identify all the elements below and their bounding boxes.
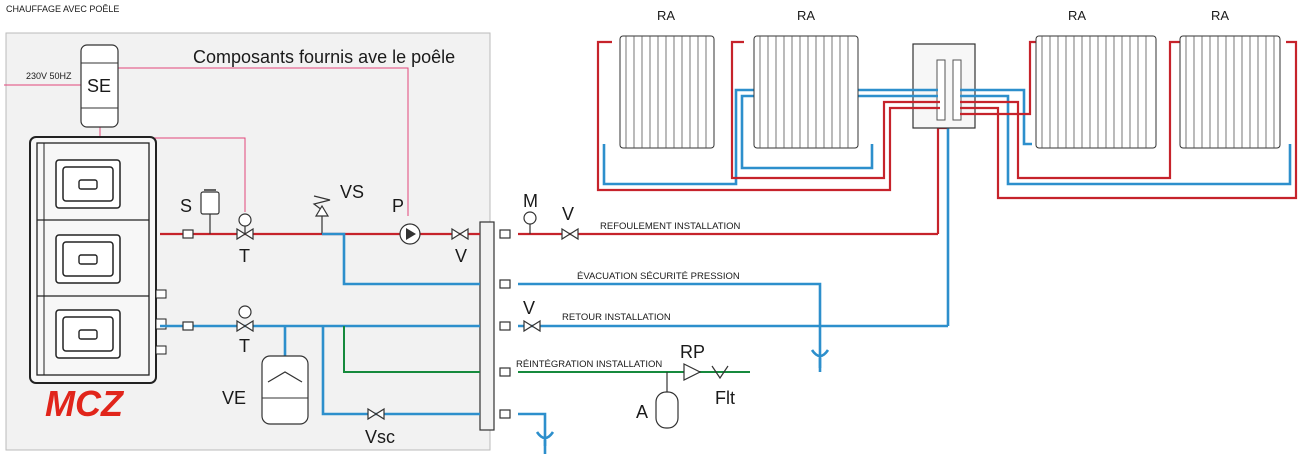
radiator-pipes-right [960,40,1298,200]
drain-funnel-icon [810,349,830,372]
p-label: P [392,196,404,216]
s-label: S [180,196,192,216]
evacuation-label: ÉVACUATION SÉCURITÉ PRESSION [577,271,740,282]
refoulement-label: REFOULEMENT INSTALLATION [600,221,741,232]
rp-label: RP [680,342,705,362]
brand-logo: MCZ [45,383,125,424]
t2-thermometer-icon [238,305,252,319]
diagram-title: CHAUFFAGE AVEC POÊLE [6,4,119,14]
manifold-bar [479,221,495,431]
se-label: SE [87,76,111,96]
v1-label: V [455,246,467,266]
a-label: A [636,402,648,422]
reintegration-label: RÉINTÉGRATION INSTALLATION [516,359,662,370]
t1-label: T [239,246,250,266]
ve-label: VE [222,388,246,408]
t1-thermometer-icon [238,213,252,227]
m-label: M [523,191,538,211]
retour-label: RETOUR INSTALLATION [562,312,671,323]
v3-valve-icon [523,319,534,333]
radiator-1-label: RA [657,8,675,23]
evacuation-pipe: ÉVACUATION SÉCURITÉ PRESSION [322,232,830,372]
t2-label: T [239,336,250,356]
power-label: 230V 50HZ [26,71,72,81]
radiator-3-label: RA [1068,8,1086,23]
v3-label: V [523,298,535,318]
supply-pipe [160,126,948,236]
rp-reducer-icon [683,363,702,381]
lower-drain-funnel-icon [535,431,555,454]
sensor-s-icon [200,191,220,215]
radiator-4: RA [1179,8,1281,149]
se-control-box: SE [80,44,119,128]
vsc-label: Vsc [365,427,395,447]
vsc-valve-icon [367,407,378,421]
t2-valve-icon [236,319,247,333]
accumulator-a-icon [655,391,679,429]
v1-valve-icon [451,227,462,241]
radiator-2-label: RA [797,8,815,23]
radiator-2: RA [753,8,859,149]
lower-drain-pipe: Vsc [321,326,555,454]
refill-pipe: A RP Flt RÉINTÉGRATION INSTALLATION [343,326,750,429]
supply-fittings: S T VS P V M V REFOULEMENT INSTALLATION [180,182,741,266]
return-pipe: T V RETOUR INSTALLATION [160,128,950,356]
filter-flt-icon [711,365,729,380]
t1-valve-icon [236,227,247,241]
distribution-manifold [912,43,976,129]
safety-valve-icon [312,195,331,234]
vs-label: VS [340,182,364,202]
flt-label: Flt [715,388,735,408]
radiator-4-label: RA [1211,8,1229,23]
radiator-3: RA [1035,8,1157,149]
v2-label: V [562,204,574,224]
radiator-1: RA [619,8,715,149]
ve-vessel-icon [261,355,309,425]
supplied-components-caption: Composants fournis ave le poêle [193,47,455,67]
manometer-m-icon [523,211,537,225]
v2-valve-icon [561,227,572,241]
expansion-vessel: VE [222,326,309,425]
stove [29,136,167,384]
